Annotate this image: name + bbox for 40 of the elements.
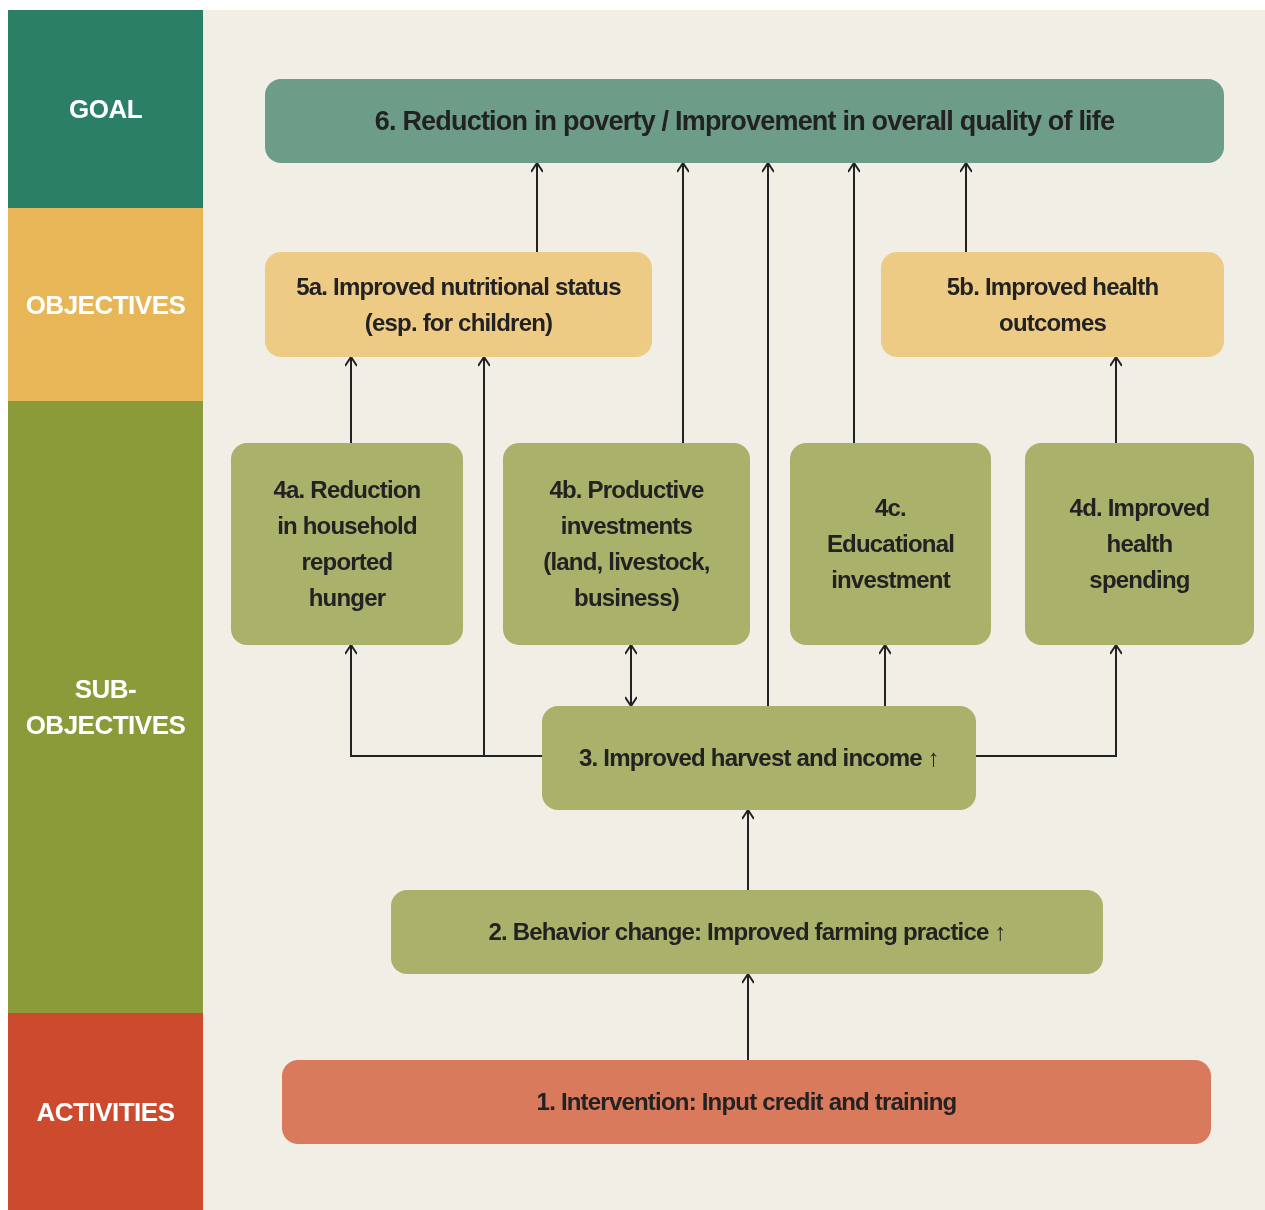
arrow (975, 644, 1123, 757)
process-box (503, 443, 750, 645)
level-label: GOAL (68, 93, 143, 126)
process-box (391, 890, 1103, 974)
arrow (624, 644, 638, 707)
box-label: 1. Intervention: Input credit and training (536, 1087, 957, 1117)
process-box (542, 706, 976, 810)
level-label: OBJECTIVES (25, 288, 186, 322)
box-label: 5a. Improved nutritional status (esp. for children) (295, 271, 622, 338)
arrow (1109, 356, 1123, 444)
arrow (878, 644, 892, 707)
box-label: 4b. Productive investments (land, livestock, business) (542, 475, 711, 613)
process-box (265, 252, 652, 357)
level-band (8, 401, 203, 1013)
level-band (8, 1013, 203, 1210)
level-label: ACTIVITIES (36, 1095, 175, 1129)
box-label: 6. Reduction in poverty / Improvement in overall quality of life (374, 105, 1115, 138)
arrow (530, 162, 544, 253)
arrow (847, 162, 861, 444)
process-box (1025, 443, 1254, 645)
arrow (741, 809, 755, 891)
arrow (676, 162, 690, 444)
arrow (959, 162, 973, 253)
level-band (8, 208, 203, 401)
box-label: 3. Improved harvest and income ↑ (579, 743, 939, 773)
level-band (8, 10, 203, 208)
process-box (790, 443, 991, 645)
box-label: 2. Behavior change: Improved farming practice ↑ (488, 917, 1006, 947)
process-box (881, 252, 1224, 357)
process-box (231, 443, 463, 645)
box-label: 4c. Educational investment (826, 493, 955, 595)
box-label: 4d. Improved health spending (1069, 493, 1210, 595)
arrow (344, 356, 358, 444)
arrow (761, 162, 775, 707)
arrow (741, 973, 755, 1061)
process-box (265, 79, 1224, 163)
box-label: 5b. Improved health outcomes (945, 271, 1160, 338)
box-label: 4a. Reduction in household reported hunger (272, 475, 422, 613)
level-label: SUB- OBJECTIVES (24, 673, 187, 742)
process-box (282, 1060, 1211, 1144)
